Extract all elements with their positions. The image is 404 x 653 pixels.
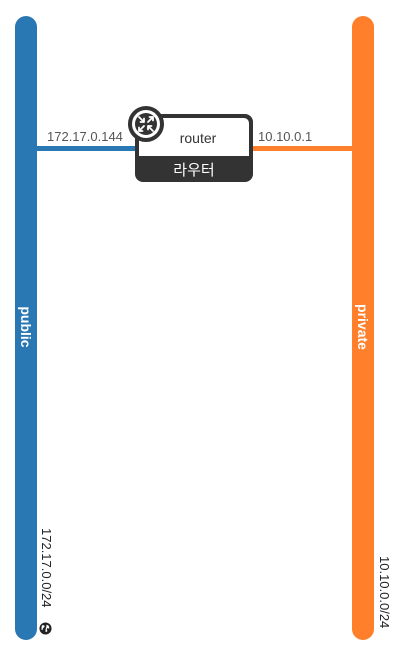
network-label-private: private xyxy=(355,304,371,350)
network-label-public: public xyxy=(18,306,34,348)
network-cidr-private: 10.10.0.0/24 xyxy=(377,556,392,629)
router-icon[interactable] xyxy=(128,106,164,142)
ip-label-public: 172.17.0.144 xyxy=(47,129,123,144)
network-bar-private[interactable] xyxy=(352,16,374,640)
router-node[interactable]: router 라우터 xyxy=(135,114,253,182)
network-bar-public[interactable] xyxy=(15,16,37,640)
ip-label-private: 10.10.0.1 xyxy=(258,129,313,144)
link-router-private xyxy=(252,146,352,151)
globe-icon xyxy=(39,622,52,635)
network-cidr-public: 172.17.0.0/24 xyxy=(39,528,54,608)
router-type-label: 라우터 xyxy=(173,162,215,179)
router-name: router xyxy=(179,130,217,146)
link-public-router xyxy=(37,146,137,151)
